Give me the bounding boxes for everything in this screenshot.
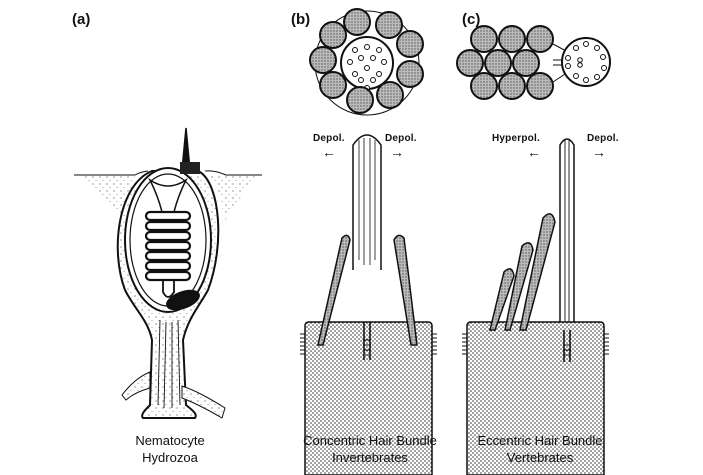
caption-c: Eccentric Hair Bundle Vertebrates [455,432,625,466]
eccentric-bundle-cross-section [456,25,611,100]
caption-a: Nematocyte Hydrozoa [110,432,230,466]
direction-label-b-left: Depol. [313,133,345,144]
caption-b-line1: Concentric Hair Bundle [303,433,437,448]
direction-label-c-left: Hyperpol. [492,133,540,144]
panel-label-c: (c) [462,11,481,28]
caption-b-line2: Invertebrates [332,450,408,465]
concentric-bundle-cross-section [309,8,424,116]
caption-c-line2: Vertebrates [506,450,574,465]
arrow-right-icon: → [592,144,606,160]
caption-a-line2: Hydrozoa [142,450,198,465]
panel-label-a: (a) [72,11,91,28]
arrow-left-icon: ← [322,144,336,160]
caption-a-line1: Nematocyte [135,433,205,448]
nematocyte-drawing [74,127,262,419]
concentric-hair-bundle-drawing [300,134,437,475]
direction-label-c-right: Depol. [587,133,619,144]
caption-c-line1: Eccentric Hair Bundle [477,433,603,448]
arrow-right-icon: → [390,144,404,160]
panel-label-b: (b) [291,11,311,28]
eccentric-hair-bundle-drawing [462,138,609,475]
arrow-left-icon: ← [527,144,541,160]
caption-b: Concentric Hair Bundle Invertebrates [280,432,460,466]
direction-label-b-right: Depol. [385,133,417,144]
